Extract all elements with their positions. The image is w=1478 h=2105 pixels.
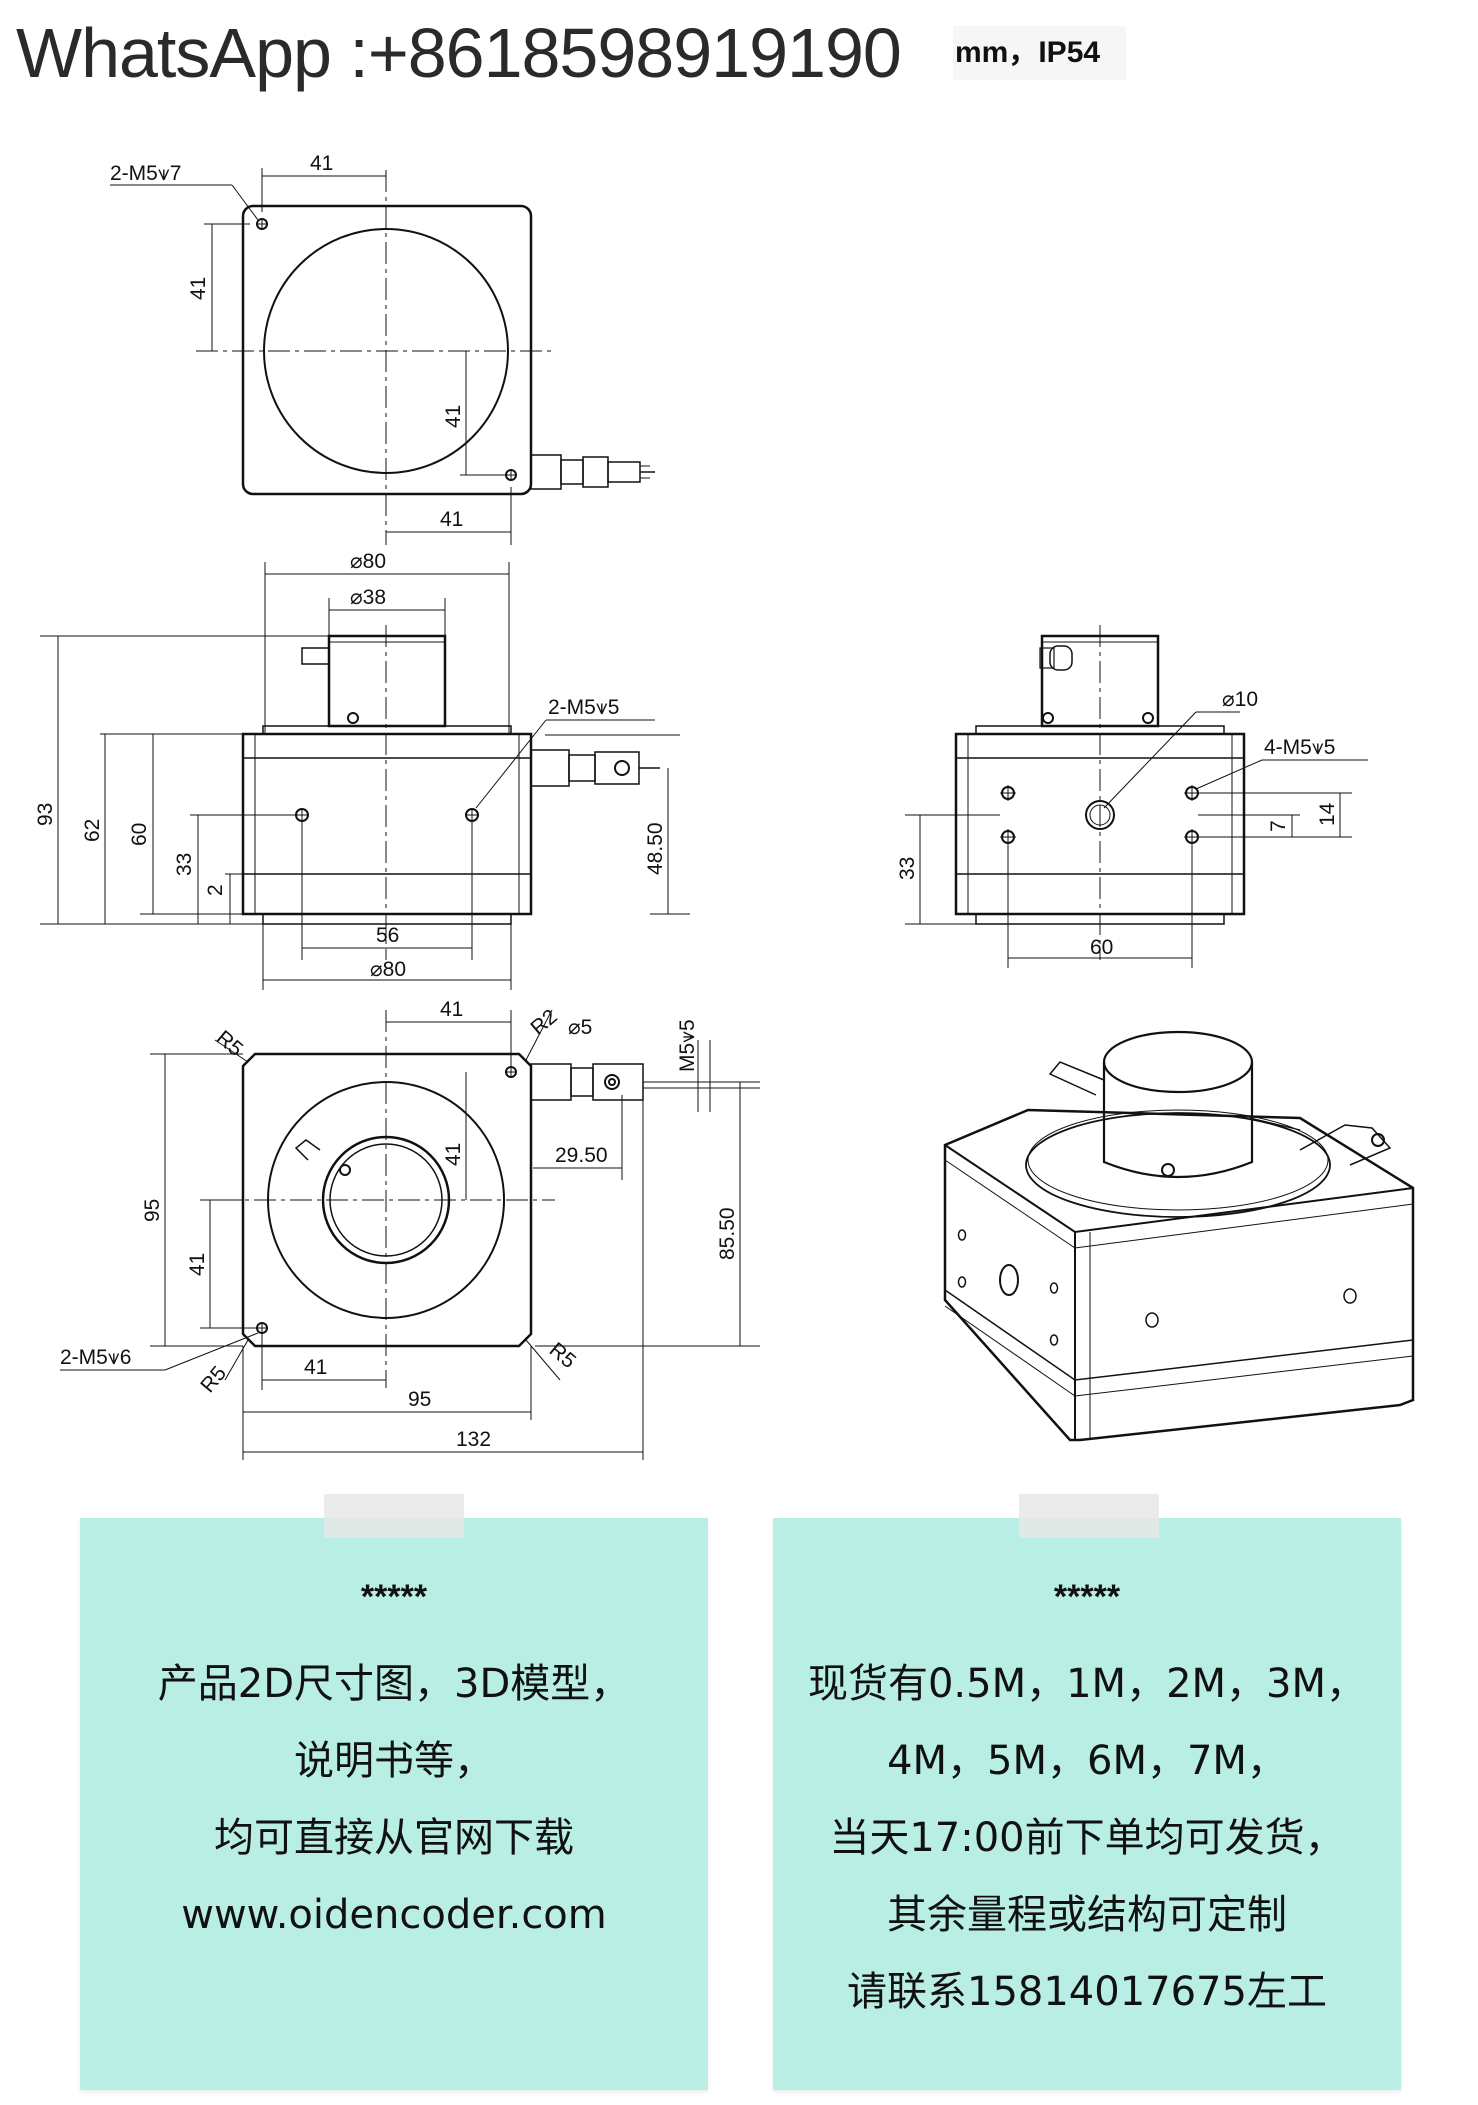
front-h-holes: 33 (173, 853, 196, 876)
side-width: 60 (1090, 936, 1113, 959)
front-thread-callout: 2-M5⩛5 (548, 696, 619, 719)
note-stars: ***** (360, 1578, 428, 1616)
bottom-dia-pin: ⌀5 (568, 1016, 592, 1039)
bottom-dim-top: 41 (440, 998, 463, 1021)
website-link[interactable]: www.oidencoder.com (181, 1892, 607, 1938)
bottom-dim-inner: 41 (442, 1143, 465, 1166)
tape-strip (324, 1494, 464, 1538)
whatsapp-contact: WhatsApp :+8618598919190 (16, 14, 902, 92)
front-dia-shaft: ⌀38 (350, 586, 386, 609)
front-h-base: 2 (204, 884, 227, 896)
bottom-dim-bottom: 41 (304, 1356, 327, 1379)
isometric-view (943, 1030, 1415, 1442)
front-view (40, 562, 690, 990)
header: WhatsApp :+8618598919190 mm，IP54 (0, 0, 1478, 100)
front-hole-spacing: 56 (376, 924, 399, 947)
bottom-r-top-right: R2 (526, 1005, 561, 1040)
front-h-total: 93 (34, 803, 57, 826)
side-h-holes: 33 (896, 857, 919, 880)
bottom-width: 95 (408, 1388, 431, 1411)
front-h-body2: 60 (128, 823, 151, 846)
bottom-height-left: 41 (186, 1253, 209, 1276)
front-dia-outer-bottom: ⌀80 (370, 958, 406, 981)
top-dim-right: 41 (442, 405, 465, 428)
side-view (905, 625, 1368, 968)
note-line: 说明书等， (294, 1738, 494, 1784)
spec-label: mm，IP54 (953, 26, 1127, 80)
tape-strip (1019, 1494, 1159, 1538)
bottom-height: 95 (141, 1199, 164, 1222)
side-dia-hole: ⌀10 (1222, 688, 1258, 711)
technical-drawing: 2-M5⩛7 41 41 41 41 ⌀80 ⌀38 2-M5⩛5 93 62 … (34, 152, 1415, 1460)
bottom-cable-offset: 29.50 (555, 1144, 608, 1167)
side-pitch-small: 7 (1267, 820, 1290, 832)
top-dim-top: 41 (310, 152, 333, 175)
note-card-download: ***** 产品2D尺寸图，3D模型， 说明书等， 均可直接从官网下载 www.… (80, 1494, 708, 2090)
front-h-cable: 48.50 (644, 822, 667, 875)
front-dia-outer-top: ⌀80 (350, 550, 386, 573)
note-line: 当天17:00前下单均可发货， (829, 1815, 1345, 1861)
side-thread-callout: 4-M5⩛5 (1264, 736, 1335, 759)
note-line: 请联系15814017675左工 (847, 1969, 1327, 2015)
note-line: 其余量程或结构可定制 (887, 1892, 1287, 1938)
bottom-view (60, 1009, 760, 1460)
bottom-overall: 132 (456, 1428, 491, 1451)
note-line: 现货有0.5M，1M，2M，3M， (807, 1661, 1366, 1707)
top-view (110, 168, 655, 545)
top-dim-left: 41 (187, 277, 210, 300)
note-line: 4M，5M，6M，7M， (887, 1738, 1287, 1784)
bottom-cable-height: 85.50 (716, 1207, 739, 1260)
note-line: 均可直接从官网下载 (214, 1815, 574, 1861)
side-pitch: 14 (1316, 802, 1339, 826)
bottom-r-top-left: R5 (212, 1026, 247, 1061)
note-card-stock: ***** 现货有0.5M，1M，2M，3M， 4M，5M，6M，7M， 当天1… (773, 1494, 1401, 2090)
note-line: 产品2D尺寸图，3D模型， (157, 1661, 631, 1707)
bottom-thread-callout: 2-M5⩛6 (60, 1346, 131, 1369)
bottom-r-bottom-left: R5 (196, 1362, 231, 1397)
front-h-body: 62 (81, 819, 104, 842)
top-dim-bottom: 41 (440, 508, 463, 531)
note-stars: ***** (1053, 1578, 1121, 1616)
top-thread-callout: 2-M5⩛7 (110, 162, 181, 185)
bottom-thread-m5: M5⩛5 (676, 1019, 699, 1072)
